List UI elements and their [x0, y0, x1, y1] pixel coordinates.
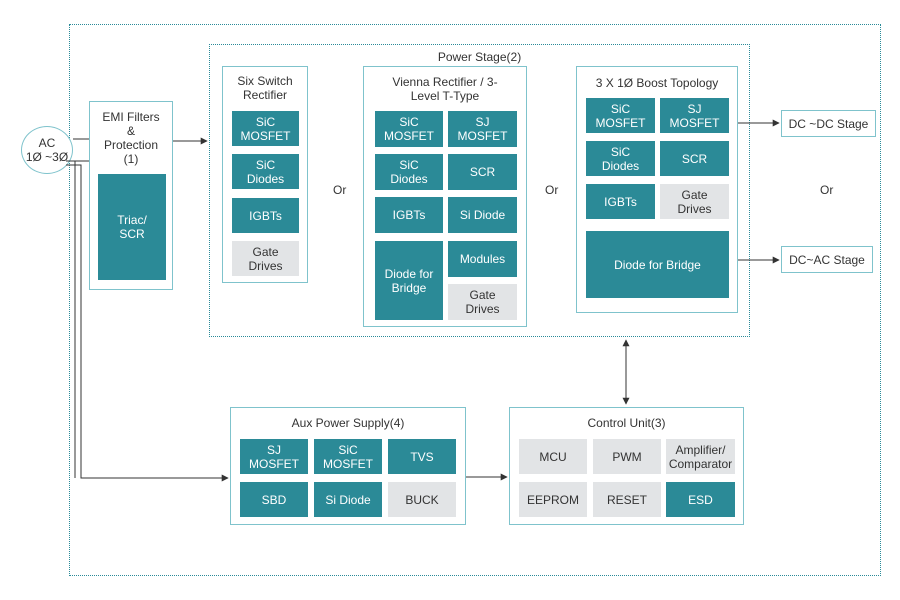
control-block: EEPROM — [519, 482, 587, 517]
vienna-block: Diode for Bridge — [375, 241, 443, 320]
boost-topology-panel: 3 X 1Ø Boost Topology SiC MOSFET SJ MOSF… — [576, 66, 738, 313]
system-boundary — [69, 24, 881, 576]
boost-block: SiC Diodes — [586, 141, 655, 176]
aux-block: TVS — [388, 439, 456, 474]
or-label: Or — [820, 183, 834, 197]
vienna-block: SJ MOSFET — [448, 111, 517, 147]
ac-source-label: AC — [38, 136, 56, 150]
triac-scr-block: Triac/ SCR — [98, 174, 166, 280]
six-switch-block: SiC Diodes — [232, 154, 299, 189]
control-block: PWM — [593, 439, 661, 474]
boost-block: IGBTs — [586, 184, 655, 219]
aux-power-supply-panel: Aux Power Supply(4) SJ MOSFET SiC MOSFET… — [230, 407, 466, 525]
six-switch-rectifier-panel: Six Switch Rectifier SiC MOSFET SiC Diod… — [222, 66, 308, 283]
vienna-title: Vienna Rectifier / 3- Level T-Type — [392, 75, 498, 103]
ac-aux-feed-line — [66, 164, 229, 482]
aux-block: SiC MOSFET — [314, 439, 382, 474]
control-block: MCU — [519, 439, 587, 474]
control-unit-panel: Control Unit(3) MCU PWM Amplifier/ Compa… — [509, 407, 744, 525]
vienna-block: SCR — [448, 154, 517, 190]
six-switch-block: SiC MOSFET — [232, 111, 299, 146]
dc-ac-stage-box: DC~AC Stage — [781, 246, 873, 273]
power-stage-title: Power Stage(2) — [437, 50, 522, 64]
dc-dc-stage-box: DC ~DC Stage — [781, 110, 876, 137]
six-switch-title: Six Switch Rectifier — [237, 74, 293, 102]
six-switch-block: Gate Drives — [232, 241, 299, 276]
or-label: Or — [545, 183, 559, 197]
power-stage-boundary: Power Stage(2) — [209, 44, 750, 337]
six-switch-block: IGBTs — [232, 198, 299, 233]
vienna-block: SiC Diodes — [375, 154, 443, 190]
boost-block: SCR — [660, 141, 729, 176]
ac-source: AC 1Ø ~3Ø — [21, 126, 73, 174]
aux-block: SBD — [240, 482, 308, 517]
aux-block: BUCK — [388, 482, 456, 517]
vienna-block: Modules — [448, 241, 517, 277]
or-label: Or — [333, 183, 347, 197]
vienna-block: Gate Drives — [448, 284, 517, 320]
vienna-block: SiC MOSFET — [375, 111, 443, 147]
control-block: Amplifier/ Comparator — [666, 439, 735, 474]
boost-block: Gate Drives — [660, 184, 729, 219]
vienna-rectifier-panel: Vienna Rectifier / 3- Level T-Type SiC M… — [363, 66, 527, 327]
boost-block: SiC MOSFET — [586, 98, 655, 133]
boost-block: SJ MOSFET — [660, 98, 729, 133]
aux-block: Si Diode — [314, 482, 382, 517]
emi-filters-panel: EMI Filters & Protection (1) Triac/ SCR — [89, 101, 173, 290]
emi-filters-title: EMI Filters & Protection (1) — [102, 110, 160, 166]
boost-title: 3 X 1Ø Boost Topology — [595, 76, 719, 90]
aux-title: Aux Power Supply(4) — [291, 416, 405, 430]
control-block: RESET — [593, 482, 661, 517]
aux-block: SJ MOSFET — [240, 439, 308, 474]
control-block: ESD — [666, 482, 735, 517]
control-title: Control Unit(3) — [587, 416, 666, 430]
ac-source-phase: 1Ø ~3Ø — [25, 150, 69, 164]
vienna-block: Si Diode — [448, 197, 517, 233]
vienna-block: IGBTs — [375, 197, 443, 233]
boost-block: Diode for Bridge — [586, 231, 729, 298]
